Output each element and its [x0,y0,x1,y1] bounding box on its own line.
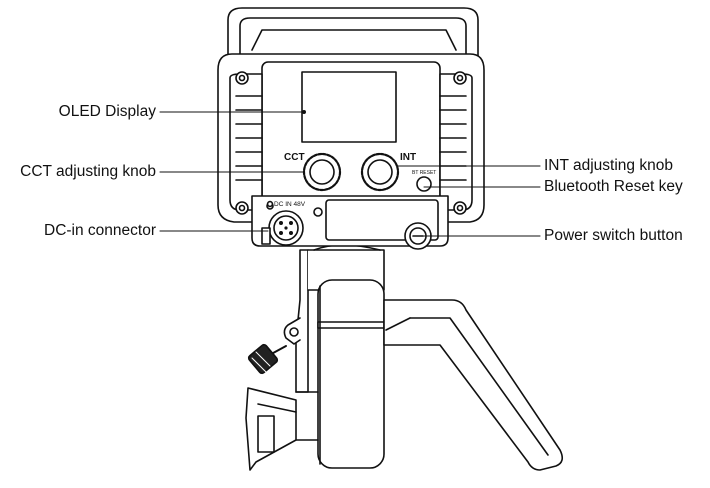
label-oled-display: OLED Display [58,103,156,120]
dc-in-connector[interactable] [261,202,323,246]
right-grille [439,71,473,215]
cct-knob[interactable] [302,152,342,192]
locking-knob [247,343,279,375]
int-panel-label: INT [400,152,416,163]
leader-lines [159,111,541,237]
label-dc-in-connector: DC-in connector [44,222,156,239]
oled-display [301,71,397,143]
light-housing [217,7,485,250]
label-power-switch: Power switch button [544,227,683,244]
bt-reset-panel-label: BT RESET [412,170,436,176]
int-knob[interactable] [360,152,400,192]
dc-in-panel-label: DC IN 48V [274,201,306,208]
bt-reset-key[interactable] [416,176,432,192]
left-grille [229,71,263,215]
stand-assembly [245,244,564,471]
label-bt-reset-key: Bluetooth Reset key [544,178,683,195]
label-cct-knob: CCT adjusting knob [20,163,156,180]
cct-panel-label: CCT [284,152,305,163]
label-int-knob: INT adjusting knob [544,157,673,174]
